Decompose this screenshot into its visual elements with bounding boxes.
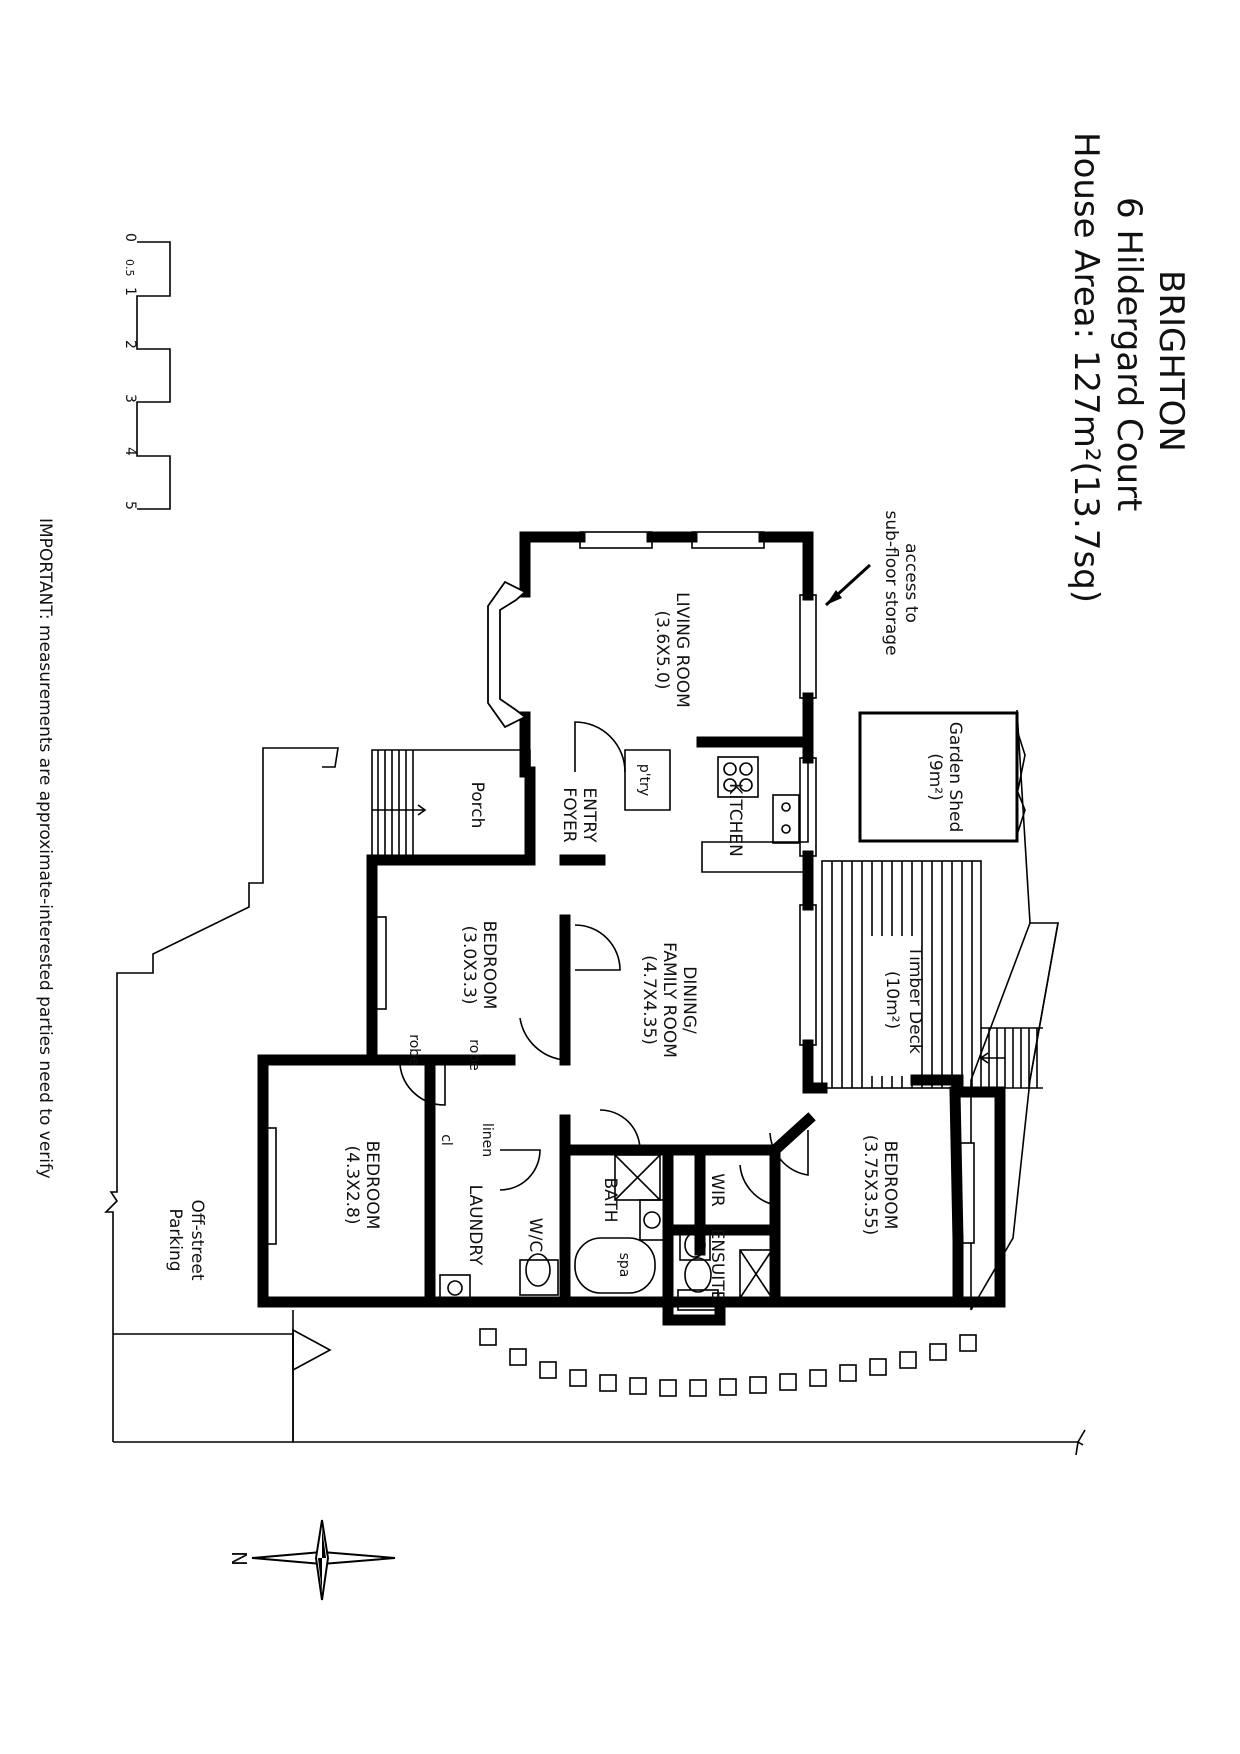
paver (869, 1358, 887, 1376)
paver (959, 1334, 977, 1352)
parking: Off-street Parking (165, 1200, 207, 1281)
linen-label: linen (479, 1123, 495, 1157)
paver (719, 1378, 737, 1396)
deck-label: Timber Deck (905, 945, 925, 1054)
scale-bar: 0 0.5 1 2 3 4 5 (122, 233, 171, 510)
measurement-note: IMPORTANT: measurements are approximate-… (35, 518, 55, 1179)
pantry-label: p'try (636, 764, 652, 796)
scale-tick-5: 5 (122, 501, 138, 510)
scale-tick-1: 1 (122, 287, 138, 296)
kitchen-label: KITCHEN (725, 783, 745, 857)
paver (599, 1374, 617, 1392)
living-room-label: LIVING ROOM (672, 592, 692, 708)
paver (509, 1348, 527, 1366)
deck-area: (10m²) (882, 971, 902, 1029)
garden-shed: Garden Shed (9m²) (858, 711, 1026, 843)
access-label-2: sub-floor storage (881, 510, 901, 655)
bedroom-3-dims: (3.75X3.55) (860, 1135, 880, 1236)
spa-label: spa (616, 1253, 632, 1278)
shed-area: (9m²) (925, 753, 945, 800)
paver (779, 1373, 797, 1391)
paver (539, 1361, 557, 1379)
bedroom-2-dims: (4.3X2.8) (342, 1146, 362, 1225)
cl-label: cl (438, 1134, 454, 1146)
access-label-1: access to (901, 543, 921, 623)
paver (689, 1379, 707, 1397)
porch: Porch (371, 749, 531, 861)
pavers (479, 1328, 977, 1397)
robe-b-label: robe (466, 1039, 482, 1071)
compass-rose: N (227, 1519, 396, 1601)
laundry-label: LAUNDRY (465, 1185, 485, 1266)
paver (629, 1377, 647, 1395)
wir-label: WIR (707, 1173, 727, 1207)
parking-label-2: Parking (165, 1208, 185, 1271)
suburb-title: BRIGHTON (1151, 270, 1191, 452)
porch-steps (377, 750, 414, 860)
bedroom-2-label: BEDROOM (362, 1141, 382, 1230)
bedroom-1-label: BEDROOM (479, 921, 499, 1010)
porch-label: Porch (467, 782, 487, 829)
wc-label: W/C (525, 1218, 545, 1252)
paver (839, 1364, 857, 1382)
ensuite-label: ENSUITE (707, 1229, 727, 1302)
header-block: BRIGHTON 6 Hildergard Court House Area: … (1066, 132, 1191, 603)
paver (749, 1376, 767, 1394)
scale-tick-0: 0 (122, 233, 138, 242)
scale-tick-3: 3 (122, 394, 138, 403)
paver (899, 1351, 917, 1369)
scale-tick-4: 4 (122, 447, 138, 456)
scale-tick-2: 2 (122, 340, 138, 349)
paver (569, 1369, 587, 1387)
paver (479, 1328, 497, 1346)
bedroom-3-label: BEDROOM (880, 1141, 900, 1230)
dining-dims: (4.7X4.35) (639, 955, 659, 1045)
bathroom-fixtures (439, 1154, 773, 1311)
paver (809, 1369, 827, 1387)
dining-label-2: FAMILY ROOM (659, 942, 679, 1058)
entry-label: ENTRY (579, 788, 599, 844)
north-label: N (227, 1551, 251, 1566)
paver (929, 1343, 947, 1361)
house-area-title: House Area: 127m²(13.7sq) (1066, 132, 1106, 603)
paver (659, 1379, 677, 1397)
shed-label: Garden Shed (945, 722, 965, 833)
foyer-label: FOYER (559, 787, 579, 842)
timber-deck: Timber Deck (10m²) (821, 860, 1043, 1089)
bedroom-1-dims: (3.0X3.3) (459, 926, 479, 1005)
kitchen-fixtures (624, 742, 809, 873)
room-labels: LIVING ROOM (3.6X5.0) KITCHEN p'try ENTR… (342, 592, 900, 1301)
address-title: 6 Hildergard Court (1109, 197, 1149, 511)
robe-a-label: robe (406, 1034, 422, 1066)
parking-label-1: Off-street (187, 1200, 207, 1281)
doors (292, 721, 809, 1372)
subfloor-access-note: access to sub-floor storage (824, 510, 921, 656)
living-room-dims: (3.6X5.0) (652, 611, 672, 690)
scale-tick-0-5: 0.5 (123, 259, 136, 277)
dining-label-1: DINING/ (679, 966, 699, 1034)
bath-label: BATH (600, 1177, 620, 1222)
